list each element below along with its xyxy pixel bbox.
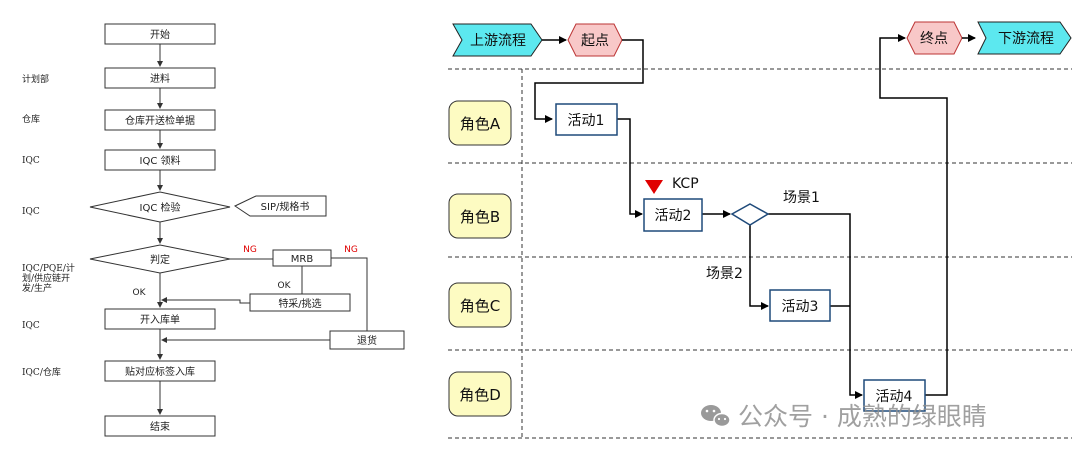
role-boxes: 角色A 角色B 角色C 角色D bbox=[448, 100, 512, 417]
end-node-label: 终点 bbox=[920, 31, 948, 47]
left-role-label: IQC bbox=[22, 321, 40, 331]
upstream-process-shape bbox=[452, 23, 543, 57]
start-node-shape bbox=[567, 23, 623, 57]
special-label: 特采/挑选 bbox=[278, 297, 321, 310]
swimlane-diagram: 角色A 角色B 角色C 角色D 上游流程 起点 终点 下游流程 活动1 bbox=[448, 21, 1072, 439]
left-flow-texts: 开始 进料 仓库开送检单据 IQC 领料 IQC 检验 判定 开入库单 贴对应标… bbox=[125, 28, 377, 433]
left-role-label: IQC bbox=[22, 156, 40, 166]
start-node-label: 起点 bbox=[581, 33, 609, 49]
left-role-label: 发/生产 bbox=[22, 282, 52, 294]
step-judge-label: 判定 bbox=[150, 253, 170, 266]
role-a-box bbox=[448, 100, 512, 146]
kcp-label: KCP bbox=[672, 176, 699, 192]
left-role-label: 划/供应链开 bbox=[22, 272, 70, 284]
role-c-label: 角色C bbox=[460, 297, 500, 315]
activity-3-box bbox=[769, 289, 831, 322]
left-role-label: IQC/PQE/计 bbox=[22, 262, 75, 274]
sip-document-box bbox=[233, 195, 327, 217]
step-warehouse-order-label: 开入库单 bbox=[140, 313, 180, 326]
kcp-triangle-icon bbox=[645, 180, 663, 194]
step-inspection-order-label: 仓库开送检单据 bbox=[125, 114, 195, 127]
return-label: 退货 bbox=[357, 334, 377, 347]
role-c-box bbox=[448, 282, 512, 328]
downstream-process-label: 下游流程 bbox=[998, 31, 1054, 47]
step-end-box bbox=[104, 415, 216, 437]
mrb-label: MRB bbox=[291, 254, 314, 265]
left-flowchart: 计划部 仓库 IQC IQC IQC/PQE/计 划/供应链开 发/生产 IQC… bbox=[22, 23, 405, 437]
activity-3-label: 活动3 bbox=[782, 299, 819, 315]
activity-4-label: 活动4 bbox=[876, 389, 913, 405]
ng-label: NG bbox=[243, 245, 257, 255]
wechat-icon bbox=[701, 405, 731, 428]
left-role-label: 计划部 bbox=[22, 73, 49, 85]
ok-label: OK bbox=[278, 281, 292, 291]
activity-1-box bbox=[555, 103, 618, 136]
ng-label: NG bbox=[344, 245, 358, 255]
ok-label: OK bbox=[133, 288, 147, 298]
watermark-text: 公众号 · 成熟的绿眼睛 bbox=[738, 402, 987, 431]
step-start-label: 开始 bbox=[150, 28, 170, 41]
watermark: 公众号 · 成熟的绿眼睛 bbox=[701, 402, 987, 431]
scene-2-label: 场景2 bbox=[706, 266, 743, 282]
step-label-storage-label: 贴对应标签入库 bbox=[125, 365, 195, 378]
step-incoming-label: 进料 bbox=[150, 72, 170, 85]
role-b-label: 角色B bbox=[460, 208, 500, 226]
sip-document-label: SIP/规格书 bbox=[261, 200, 310, 213]
activity-2-box bbox=[643, 198, 703, 232]
left-role-label: IQC/仓库 bbox=[22, 366, 61, 378]
role-d-label: 角色D bbox=[459, 386, 501, 404]
decision-diamond bbox=[730, 203, 770, 226]
step-end-label: 结束 bbox=[150, 420, 170, 433]
left-role-label: 仓库 bbox=[22, 113, 40, 125]
scene-1-label: 场景1 bbox=[783, 190, 820, 206]
activity-4-box bbox=[863, 379, 926, 412]
upstream-process-label: 上游流程 bbox=[470, 33, 526, 49]
activity-1-label: 活动1 bbox=[568, 113, 605, 129]
role-a-label: 角色A bbox=[460, 115, 501, 133]
activity-2-label: 活动2 bbox=[655, 208, 692, 224]
downstream-process-shape bbox=[977, 21, 1072, 55]
role-d-box bbox=[448, 371, 512, 417]
step-iqc-pick-label: IQC 领料 bbox=[140, 154, 181, 167]
step-iqc-inspect-label: IQC 检验 bbox=[140, 201, 181, 214]
end-node-shape bbox=[906, 21, 963, 55]
role-b-box bbox=[448, 193, 512, 239]
left-role-label: IQC bbox=[22, 207, 40, 217]
